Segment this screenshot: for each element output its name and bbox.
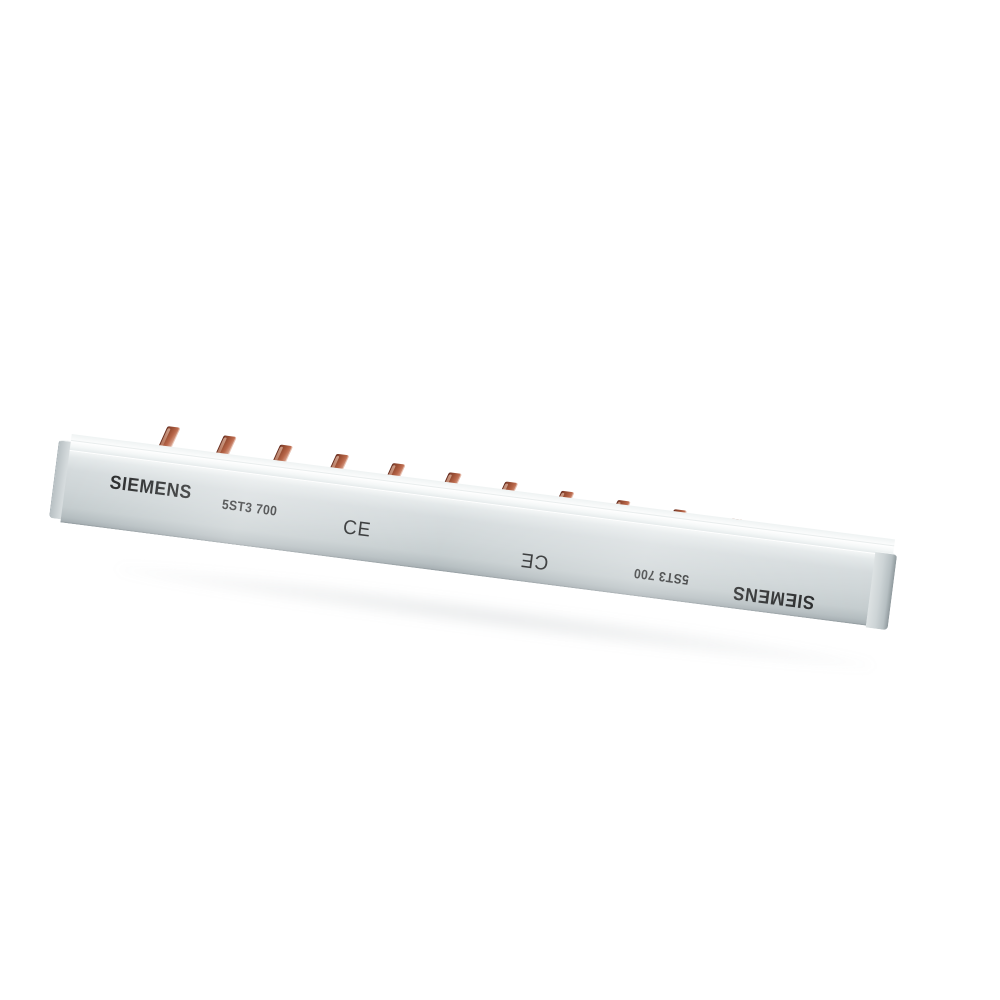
brand-label-right: SIEMENS bbox=[731, 581, 816, 613]
pin-busbar-product: SIEMENS 5ST3 700 CE CE 5ST3 700 SIEMENS bbox=[48, 426, 898, 645]
ce-mark-right: CE bbox=[518, 548, 550, 574]
part-number-label-right: 5ST3 700 bbox=[632, 565, 690, 588]
part-number-label-left: 5ST3 700 bbox=[221, 496, 279, 519]
housing-front-face: SIEMENS 5ST3 700 CE CE 5ST3 700 SIEMENS bbox=[60, 449, 893, 628]
ce-mark-left: CE bbox=[341, 516, 373, 542]
brand-label-left: SIEMENS bbox=[108, 472, 194, 504]
